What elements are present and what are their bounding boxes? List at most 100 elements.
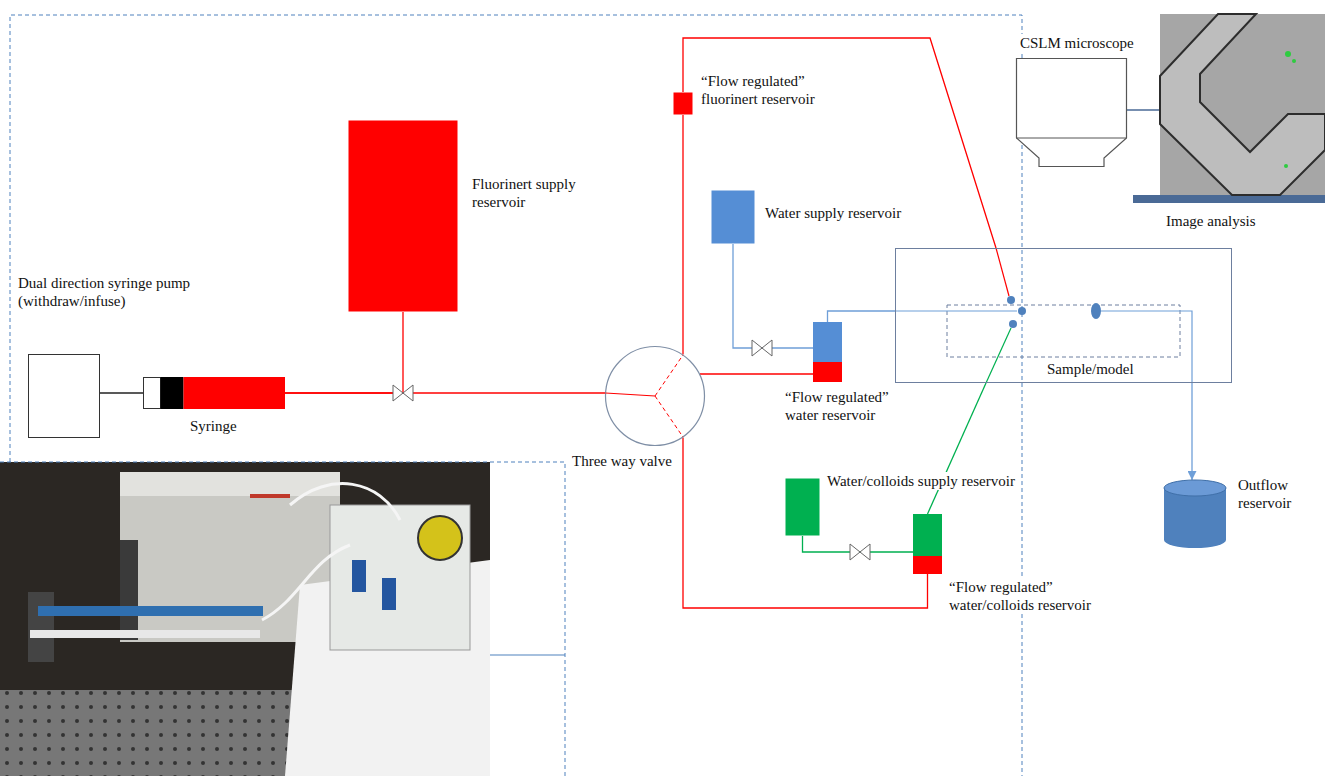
micrograph xyxy=(1160,14,1325,195)
water-layer xyxy=(813,322,842,362)
sample-model-outline xyxy=(896,249,1232,383)
group-outline xyxy=(0,462,565,776)
supply-reservoir-outline xyxy=(349,121,458,312)
tube-line xyxy=(928,383,987,514)
image-screen-shape xyxy=(1160,14,1325,195)
three-way-valve: Three way valve xyxy=(605,346,705,446)
photo-pump-stripe xyxy=(250,494,290,498)
image-screen: Image analysis xyxy=(1160,14,1325,195)
plunger-end xyxy=(144,378,161,409)
inlet-tube xyxy=(986,328,1011,383)
syringe-pump-shape xyxy=(28,354,100,438)
photo-clamp xyxy=(28,592,54,662)
component-label: Syringe xyxy=(188,417,239,435)
water-layer xyxy=(913,514,942,556)
photo-background xyxy=(0,462,490,776)
supply-reservoir-outline xyxy=(786,479,820,536)
component-label: “Flow regulated” fluorinert reservoir xyxy=(699,72,863,108)
supply-reservoir-shape xyxy=(785,478,820,536)
supply-reservoir-outline xyxy=(712,191,755,244)
tube-line xyxy=(683,437,928,608)
component-label: Water/colloids supply reservoir xyxy=(825,472,1017,490)
microscope-shape xyxy=(1016,58,1127,167)
colloid-dot xyxy=(1284,164,1288,168)
component-label: Sample/model xyxy=(1045,360,1136,378)
inlet-port xyxy=(1018,307,1026,315)
supply-reservoir: Fluorinert supply reservoir xyxy=(348,120,458,312)
photo-syringe xyxy=(30,630,260,638)
plunger xyxy=(161,377,184,409)
syringe: Syringe xyxy=(143,377,285,409)
supply-reservoir-shape xyxy=(348,120,458,312)
cylinder-top xyxy=(1164,480,1226,496)
component-label: Water supply reservoir xyxy=(763,204,903,222)
tube-line xyxy=(828,311,896,322)
micrograph-channel xyxy=(1160,14,1325,195)
regulated-reservoir-shape xyxy=(913,514,942,574)
model-domain xyxy=(947,305,1180,357)
photo-valve xyxy=(382,578,396,610)
supply-reservoir-shape xyxy=(711,190,755,244)
component-label: Fluorinert supply reservoir xyxy=(470,175,599,211)
microscope-divider xyxy=(1017,138,1127,139)
microscope-outline xyxy=(1017,59,1127,167)
valve-outline xyxy=(606,347,705,446)
valve-symbol xyxy=(850,544,870,560)
tube-line xyxy=(733,244,813,348)
photo-breadboard xyxy=(0,690,300,776)
regulated-reservoir: “Flow regulated” water reservoir xyxy=(813,322,842,382)
photo-knob xyxy=(418,516,462,560)
supply-reservoir: Water/colloids supply reservoir xyxy=(785,478,820,536)
inlet-tube xyxy=(996,248,1009,296)
outflow-reservoir: Outflow reservoir xyxy=(1164,480,1226,548)
regulated-reservoir-shape xyxy=(813,322,842,382)
component-label: “Flow regulated” water reservoir xyxy=(783,388,905,424)
monitor-base xyxy=(1133,195,1325,203)
fluorinert-layer xyxy=(813,362,842,382)
component-label: “Flow regulated” water/colloids reservoi… xyxy=(947,578,1136,614)
fluorinert-layer xyxy=(913,556,942,574)
component-label: Image analysis xyxy=(1164,212,1258,230)
component-label: Outflow reservoir xyxy=(1236,476,1315,512)
syringe-pump-outline xyxy=(29,355,100,438)
photo-tube xyxy=(262,545,350,620)
valve-port xyxy=(606,393,656,396)
photo-tube xyxy=(290,484,400,520)
cylinder-body xyxy=(1164,488,1226,548)
microscope: CSLM microscope xyxy=(1016,58,1127,167)
tube-line xyxy=(682,115,683,355)
valve-symbol xyxy=(752,340,772,356)
outflow-reservoir-shape xyxy=(1164,480,1226,548)
sample-model: Sample/model xyxy=(895,248,1232,383)
tube-line xyxy=(700,373,813,374)
syringe-pump: Dual direction syringe pump (withdraw/in… xyxy=(28,354,100,438)
inlet-port xyxy=(1009,320,1017,328)
component-label: Three way valve xyxy=(570,452,674,470)
photo-valve xyxy=(352,560,366,592)
valve-symbol xyxy=(393,385,413,401)
inlet-port xyxy=(1007,296,1015,304)
colloid-dot xyxy=(1285,51,1291,57)
regulated-reservoir: “Flow regulated” fluorinert reservoir xyxy=(673,92,693,115)
photo-pump-side xyxy=(120,540,138,640)
tube-line xyxy=(1191,383,1192,480)
regulated-reservoir-shape xyxy=(673,92,693,115)
outlet-port xyxy=(1091,303,1101,319)
photo-syringe xyxy=(38,606,263,616)
regulated-reservoir: “Flow regulated” water/colloids reservoi… xyxy=(913,514,942,574)
photo-plate xyxy=(330,505,470,650)
photo-leader xyxy=(490,654,565,655)
supply-reservoir: Water supply reservoir xyxy=(711,190,755,244)
tube-line xyxy=(100,392,143,393)
inlet-tube xyxy=(895,310,1017,311)
colloid-dot xyxy=(1292,59,1296,63)
tube-line xyxy=(683,38,996,248)
syringe-shape xyxy=(143,377,285,409)
three-way-valve-shape xyxy=(605,346,705,446)
component-label: Dual direction syringe pump (withdraw/in… xyxy=(16,274,270,310)
component-label: CSLM microscope xyxy=(1018,34,1136,52)
regulated-reservoir-outline xyxy=(674,93,693,115)
syringe-barrel xyxy=(184,377,286,409)
valve-port xyxy=(655,396,683,437)
